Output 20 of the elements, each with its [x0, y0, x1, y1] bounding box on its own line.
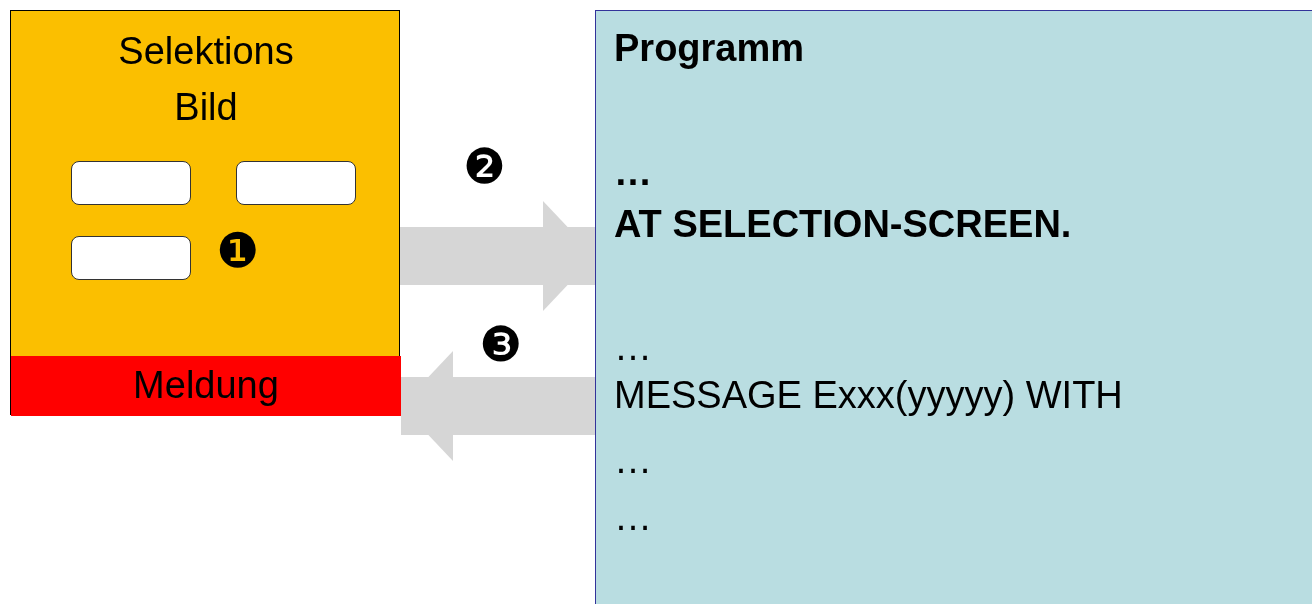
- code-line: …: [614, 326, 652, 369]
- block-arrow: [400, 201, 595, 311]
- step-number: ❷: [463, 138, 507, 194]
- message-bar: [11, 356, 401, 416]
- code-line: …: [614, 151, 652, 194]
- input-field: [71, 161, 191, 205]
- program-panel: [595, 10, 1312, 604]
- program-title: Programm: [614, 27, 805, 70]
- block-arrow: [401, 351, 595, 461]
- step-number: ❶: [216, 222, 260, 278]
- panel-title: Selektions Bild: [117, 29, 295, 130]
- step-number: ❸: [479, 316, 523, 372]
- message-label: Meldung: [132, 364, 280, 407]
- code-line: AT SELECTION-SCREEN.: [614, 203, 1072, 246]
- selection-screen-panel: [10, 10, 400, 415]
- code-line: …: [614, 439, 652, 482]
- input-field: [71, 236, 191, 280]
- code-line: MESSAGE Exxx(yyyyy) WITH: [614, 374, 1123, 417]
- code-line: …: [614, 496, 652, 539]
- input-field: [236, 161, 356, 205]
